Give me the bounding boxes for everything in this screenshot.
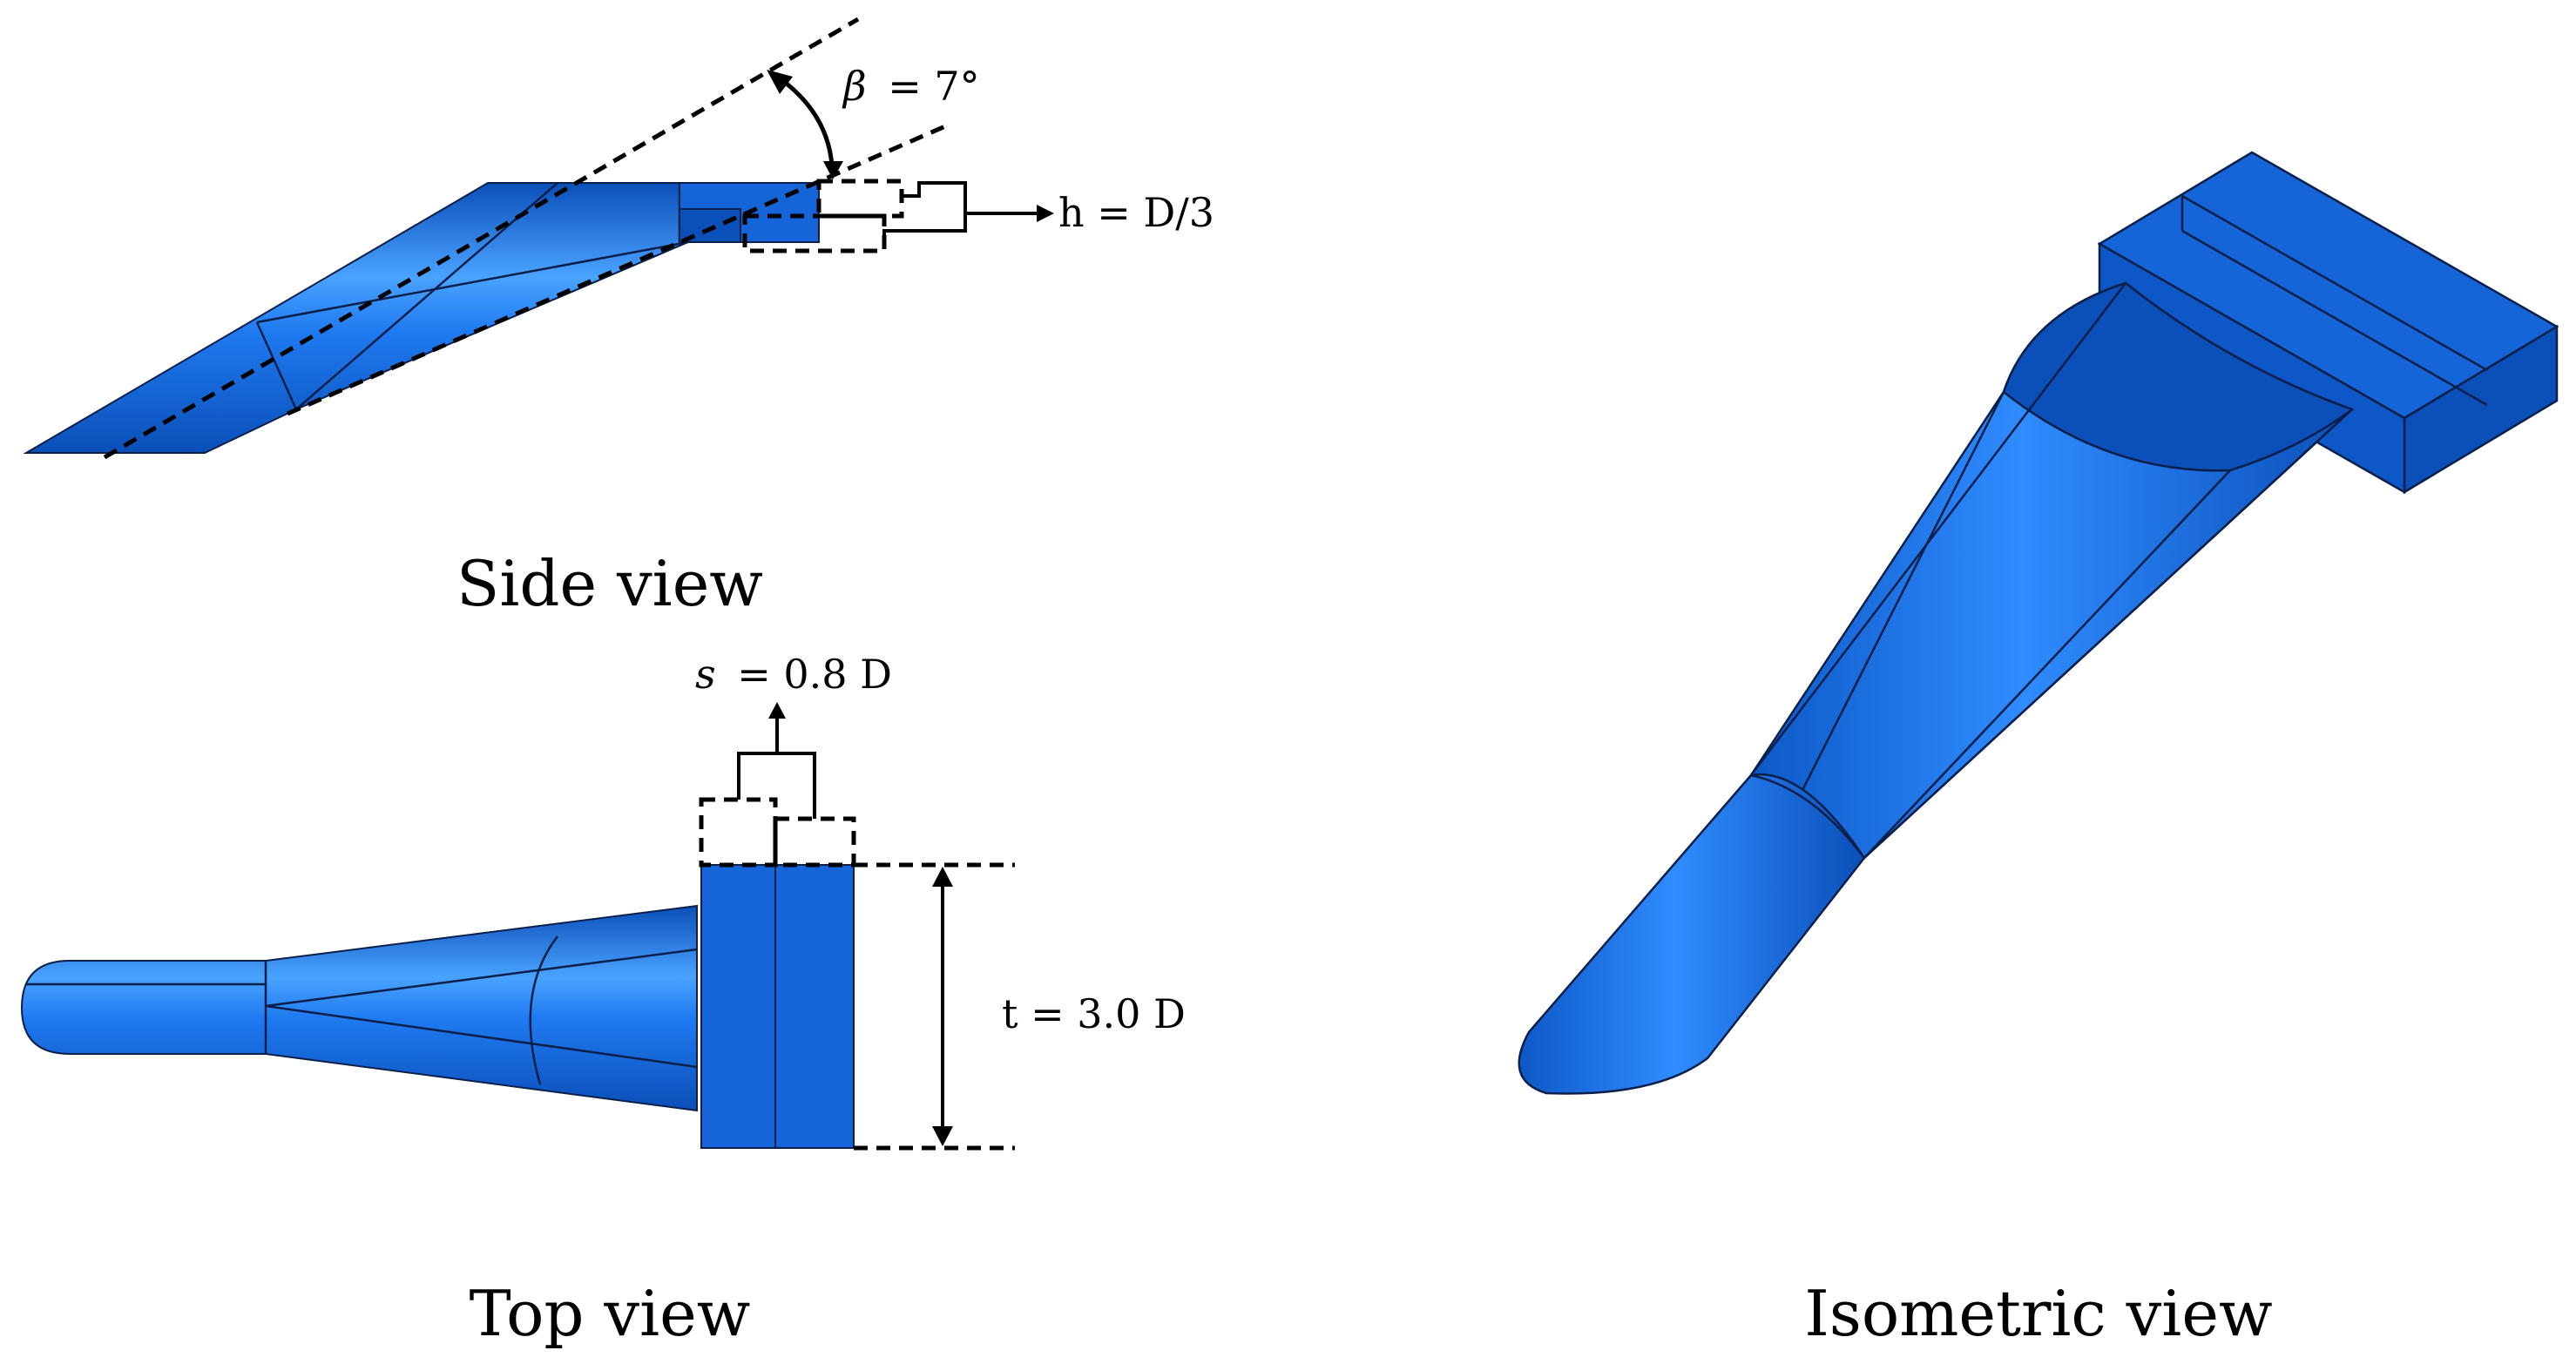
side-view-caption: Side view [456,547,763,620]
top-view-body [20,904,698,1112]
beta-arrow-head-top [767,70,793,94]
side-view-dashed-box-upper [816,179,904,219]
h-bracket [882,181,967,237]
h-label: h = D/3 [1058,189,1214,236]
iso-facet-4 [1863,409,2353,859]
beta-arrow-head-bottom [823,161,843,179]
iso-box-divider-2 [2181,229,2488,407]
top-view-plate-left [700,864,776,1149]
h-arrow-head [1037,205,1054,222]
s-label: s = 0.8 D [695,651,892,698]
t-arrow-head-bottom [932,1126,953,1146]
top-view-edge-d [265,1004,698,1069]
top-view-dashed-box-left [699,797,778,868]
s-bracket [737,752,816,819]
iso-tube [1518,773,1866,1095]
isometric-view [1518,151,2559,1095]
t-arrow-head-top [932,867,953,887]
iso-facet-3 [1863,469,2231,859]
side-view-edge-2 [256,240,689,324]
top-view-edge-c [265,948,698,1008]
iso-facet-1 [1750,282,2126,776]
beta-label: β = 7° [842,63,980,110]
side-view-edge-1 [255,321,298,410]
top-view-dashed-box-right [773,816,856,868]
top-view-edge-e [529,935,558,1085]
iso-facet-2 [1793,391,2005,807]
top-view-plate-right [774,864,855,1149]
beta-angle-arc [778,76,835,166]
side-view-dashed-box-lower [742,213,887,253]
isometric-view-caption: Isometric view [1804,1277,2272,1350]
iso-tube-seam [1750,773,1865,859]
beta-line-upper [103,17,860,460]
top-view-caption: Top view [470,1277,751,1350]
side-view: β = 7° h = D/3 [23,17,1214,460]
s-arrow-head [768,702,786,719]
top-view: s = 0.8 D t = 3.0 D [20,651,1186,1151]
t-label: t = 3.0 D [1002,990,1186,1037]
side-view-edge-3 [295,182,558,410]
iso-box-divider-1 [2181,194,2488,372]
